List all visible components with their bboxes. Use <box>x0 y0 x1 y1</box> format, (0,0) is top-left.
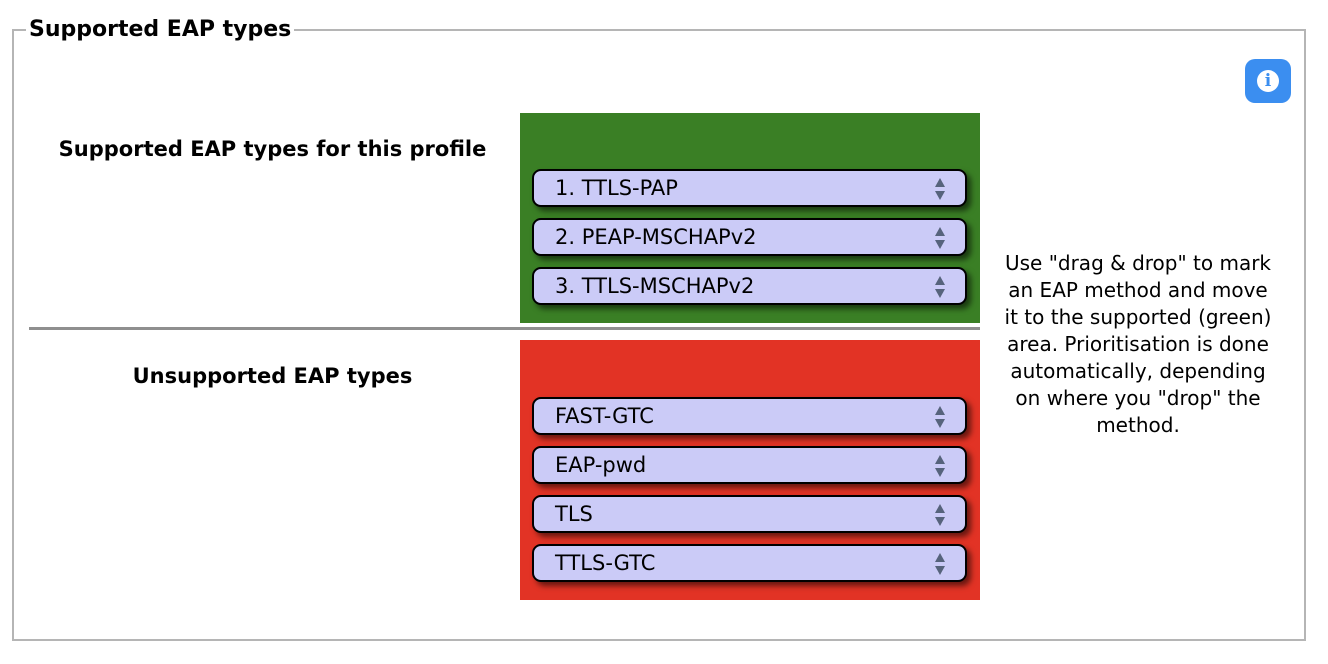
unsupported-section-label: Unsupported EAP types <box>132 364 413 388</box>
eap-item-label: 1. TTLS-PAP <box>555 176 678 200</box>
supported-drop-zone[interactable]: 1. TTLS-PAP 2. PEAP-MSCHAPv2 3. TTLS-MSC… <box>520 113 980 323</box>
unsupported-eap-item[interactable]: EAP-pwd <box>532 446 967 484</box>
sort-arrows-icon <box>935 553 945 575</box>
section-divider <box>29 327 980 330</box>
drag-drop-help-text: Use "drag & drop" to mark an EAP method … <box>1004 251 1272 437</box>
info-icon: i <box>1257 70 1279 92</box>
supported-eap-item[interactable]: 1. TTLS-PAP <box>532 169 967 207</box>
fieldset-legend: Supported EAP types <box>26 16 295 44</box>
supported-eap-item[interactable]: 2. PEAP-MSCHAPv2 <box>532 218 967 256</box>
sort-arrows-icon <box>935 455 945 477</box>
sort-arrows-icon <box>935 406 945 428</box>
sort-arrows-icon <box>935 178 945 200</box>
eap-item-label: EAP-pwd <box>555 453 647 477</box>
unsupported-eap-item[interactable]: TTLS-GTC <box>532 544 967 582</box>
eap-item-label: 2. PEAP-MSCHAPv2 <box>555 225 757 249</box>
info-button[interactable]: i <box>1245 59 1291 103</box>
supported-eap-item[interactable]: 3. TTLS-MSCHAPv2 <box>532 267 967 305</box>
eap-item-label: TTLS-GTC <box>555 551 656 575</box>
sort-arrows-icon <box>935 227 945 249</box>
eap-item-label: FAST-GTC <box>555 404 654 428</box>
sort-arrows-icon <box>935 504 945 526</box>
eap-item-label: 3. TTLS-MSCHAPv2 <box>555 274 755 298</box>
unsupported-eap-item[interactable]: FAST-GTC <box>532 397 967 435</box>
eap-types-fieldset <box>12 29 1306 641</box>
unsupported-eap-item[interactable]: TLS <box>532 495 967 533</box>
supported-section-label: Supported EAP types for this profile <box>58 137 487 161</box>
eap-item-label: TLS <box>555 502 593 526</box>
sort-arrows-icon <box>935 276 945 298</box>
unsupported-drop-zone[interactable]: FAST-GTC EAP-pwd TLS TTLS-GTC <box>520 340 980 600</box>
